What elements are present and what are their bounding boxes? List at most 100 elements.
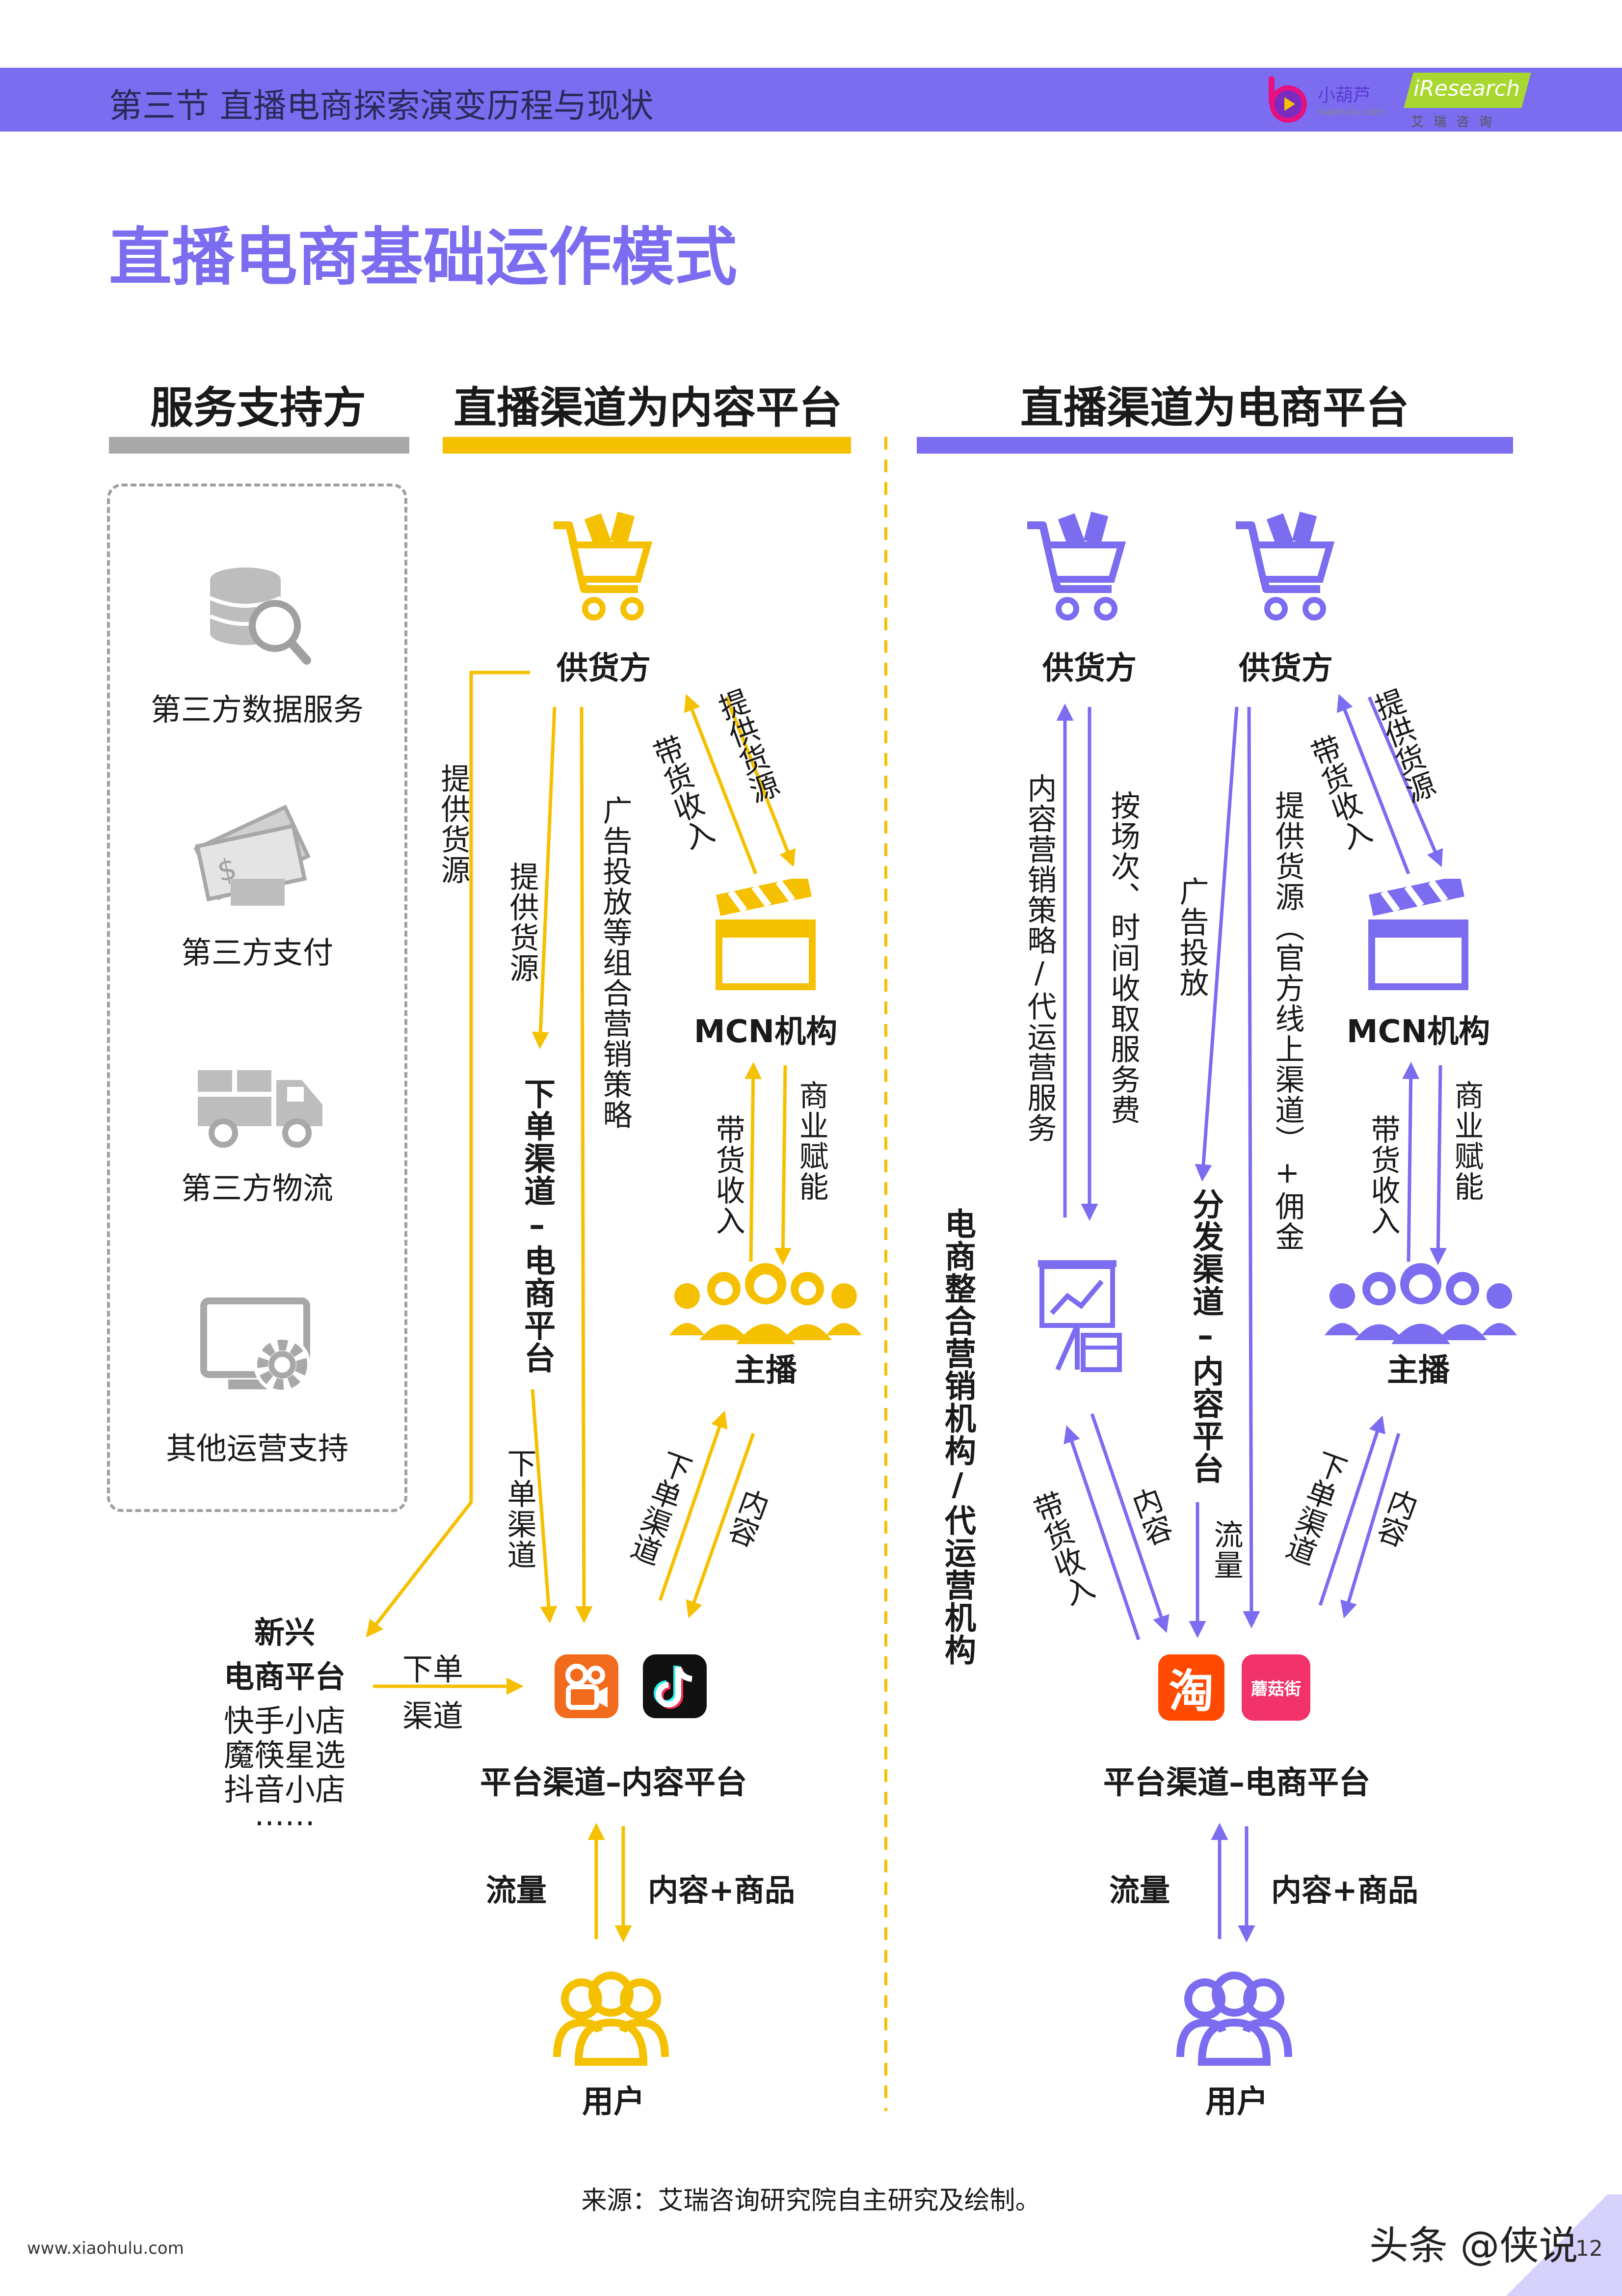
mcn-clapboard-icon [716,879,816,990]
edge-label-sales-income2: 带货收入 [711,1114,745,1236]
arrow-mcn-to-supplier2 [1336,694,1410,875]
arrow-supplier2-to-platform [1243,706,1260,1628]
right-user-label: 用户 [1205,2084,1268,2120]
arrow-supplier2-to-mcn [1367,696,1443,867]
arrow-platform-to-anchor [658,1410,728,1601]
corner-decoration [1492,2194,1622,2296]
edge-label-ad-right: 广告投放 [1174,876,1209,998]
kuaishou-app-icon [555,1654,618,1718]
edge-label-content-goods-right: 内容+商品 [1271,1872,1418,1908]
edge-label-fee: 按场次、时间收取服务费 [1106,790,1140,1125]
service-label-data: 第三方数据服务 [150,692,364,728]
supplier-cart-icon [554,512,653,621]
new-platform-title1: 新兴 [254,1615,315,1650]
edge-label-traffic-right: 流量 [1109,1872,1170,1908]
data-service-icon [209,567,311,665]
left-supplier-label: 供货方 [557,650,651,687]
edge-label-order-h2: 渠道 [402,1698,464,1734]
watermark-text: 头条 @侠说 [1369,2223,1578,2269]
taobao-glyph: 淘 [1169,1665,1214,1718]
section-ecommerce-title: 直播渠道为电商平台 [1020,382,1409,433]
edge-label-supply: 提供货源 [505,862,539,983]
arrow-ad-to-platform [575,706,593,1623]
logo2-sub: 艾 瑞 咨 询 [1411,115,1495,130]
operations-gear-icon [200,1297,311,1393]
footer-url: www.xiaohulu.com [27,2239,184,2258]
xiaohulu-logo-icon [1269,76,1307,123]
supplier2-cart-icon [1236,512,1335,621]
logo2-text: iResearch [1413,76,1520,101]
logistics-truck-icon [198,1070,322,1148]
arrow-mcn-to-anchor-right [1429,1065,1447,1265]
service-label-logistics: 第三方物流 [181,1170,333,1206]
arrow-supplier-to-new-platform [366,671,530,1638]
edge-label-traffic: 流量 [486,1872,547,1908]
mogujie-glyph: 蘑菇街 [1251,1679,1301,1699]
mogujie-app-icon: 蘑菇街 [1242,1654,1310,1721]
right-mcn-label: MCN机构 [1346,1014,1490,1050]
edge-label-empower-right: 商业赋能 [1449,1080,1484,1202]
payment-icon: $ [193,805,311,906]
edge-label-order-h1: 下单 [402,1651,464,1687]
source-note: 来源：艾瑞咨询研究院自主研究及绘制。 [581,2186,1041,2215]
right-anchor-label: 主播 [1387,1352,1450,1389]
user-group-right-icon [1176,1972,1292,2066]
taobao-app-icon: 淘 [1158,1654,1224,1721]
edge-label-sales-income2-right: 带货收入 [1366,1114,1400,1236]
page-title: 直播电商基础运作模式 [109,221,738,294]
arrow-anchor-to-platform-right [1340,1433,1401,1619]
logo1-text: 小葫芦 [1318,85,1371,106]
new-platform-item: …… [254,1797,315,1833]
section-content-title: 直播渠道为内容平台 [453,382,842,433]
right-supplier2-label: 供货方 [1239,650,1333,687]
right-supplier1-label: 供货方 [1042,650,1137,687]
header-bar [0,68,1622,132]
left-mcn-label: MCN机构 [693,1014,838,1050]
section-service-title: 服务支持方 [150,382,366,433]
new-platform-item: 魔筷星选 [223,1737,346,1773]
anchor-right-people-icon [1325,1263,1517,1344]
arrow-platform-to-anchor-right [1318,1415,1385,1606]
anchor-people-icon [669,1263,862,1344]
arrow-org-to-platform [1090,1413,1170,1633]
edge-label-content-goods: 内容+商品 [648,1872,795,1908]
section-title: 第三节 直播电商探索演变历程与现状 [109,87,654,126]
douyin-app-icon [643,1654,707,1718]
arrow-anchor-to-platform [686,1432,755,1619]
arrow-supplier-to-order-channel [532,706,557,1049]
edge-label-flow-right: 流量 [1209,1519,1243,1580]
service-label-operations: 其他运营支持 [165,1431,348,1466]
arrow-supplier-to-mcn [724,696,796,867]
edge-label-content-strategy: 内容营销策略/代运营服务 [1022,773,1057,1143]
edge-label-supply-official: 提供货源（官方线上渠道）+佣金 [1270,790,1304,1252]
mcn-right-clapboard-icon [1368,879,1468,990]
arrow-mcn-to-supplier [684,694,758,875]
arrow-platform-to-org [1064,1425,1141,1641]
new-platform-item: 抖音小店 [223,1772,346,1808]
arrow-order-channel-to-platform [531,1389,558,1623]
page-number: 12 [1575,2236,1603,2261]
arrow-mcn-to-anchor [774,1065,792,1265]
edge-label-ad: 广告投放等组合营销策略 [598,795,632,1130]
arrow-anchor-to-mcn [745,1062,762,1262]
edge-label-order-channel: 下单渠道 [502,1448,536,1570]
new-platform-item: 快手小店 [223,1703,346,1739]
new-platform-title2: 电商平台 [223,1659,346,1695]
edge-label-order-channel-bold: 下单渠道–电商平台 [519,1078,555,1374]
edge-label-distribution-bold: 分发渠道–内容平台 [1187,1188,1223,1485]
edge-label-empower: 商业赋能 [794,1080,828,1202]
right-platform-label: 平台渠道–电商平台 [1103,1765,1370,1801]
service-panel [107,484,407,1512]
presentation-board-icon [1038,1260,1122,1372]
left-platform-label: 平台渠道–内容平台 [480,1765,747,1801]
section-service-bar [109,437,409,454]
logo1-sub: xiaohulu.com [1318,106,1384,117]
user-group-icon [553,1972,669,2066]
section-ecommerce-bar [917,437,1513,454]
arrow-anchor-to-mcn-right [1402,1062,1420,1262]
supplier1-cart-icon [1027,512,1126,621]
edge-label-supply-far: 提供货源 [436,763,470,885]
left-user-label: 用户 [582,2084,645,2120]
left-anchor-label: 主播 [734,1352,797,1389]
